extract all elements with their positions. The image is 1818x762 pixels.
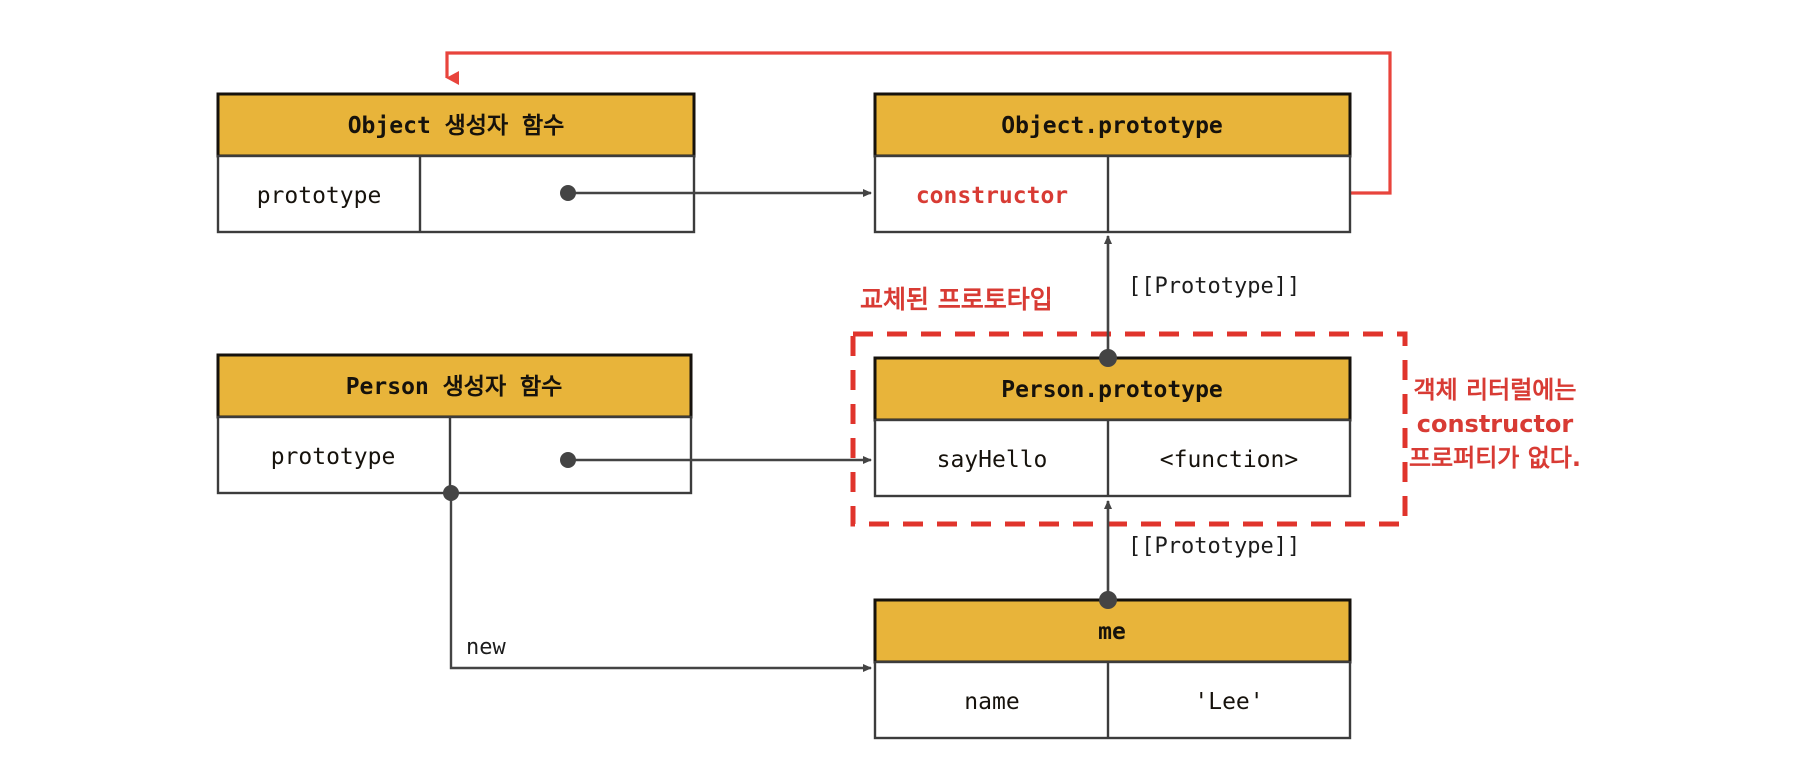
new-instance-edge: new — [443, 485, 872, 672]
box-me-object[interactable]: me name 'Lee' — [873, 598, 1352, 740]
box-object-constructor[interactable]: Object 생성자 함수 prototype — [216, 92, 696, 234]
person-prototype-row-value: <function> — [1160, 447, 1298, 473]
person-constructor-row-rect — [216, 415, 693, 495]
no-constructor-line-2: constructor — [1417, 410, 1574, 438]
person-constructor-row-key: prototype — [271, 444, 396, 470]
object-prototype-ref-edge — [560, 185, 872, 201]
object-constructor-header-label: Object 생성자 함수 — [348, 113, 565, 139]
person-constructor-header-label: Person 생성자 함수 — [346, 374, 563, 400]
replaced-prototype-highlight: 교체된 프로토타입 — [850, 285, 1408, 527]
prototype-link-upper-edge: [[Prototype]] — [1099, 235, 1300, 367]
object-prototype-row-key: constructor — [916, 183, 1068, 209]
new-instance-path — [449, 493, 872, 672]
new-edge-label: new — [466, 635, 506, 660]
no-constructor-line-1: 객체 리터럴에는 — [1414, 376, 1577, 404]
me-row-key: name — [964, 689, 1019, 715]
object-prototype-row-rect — [873, 154, 1352, 234]
me-row-rect — [873, 660, 1352, 740]
object-prototype-header-label: Object.prototype — [1001, 113, 1223, 139]
object-constructor-header-rect — [216, 92, 696, 158]
box-object-prototype[interactable]: Object.prototype constructor — [873, 92, 1352, 234]
prototype-link-lower-edge: [[Prototype]] — [1099, 500, 1300, 609]
person-prototype-row-rect — [873, 418, 1352, 498]
person-prototype-ref-edge — [560, 452, 872, 468]
object-constructor-row-key: prototype — [257, 183, 382, 209]
box-person-prototype[interactable]: Person.prototype sayHello <function> — [873, 356, 1352, 498]
person-prototype-row-key: sayHello — [937, 447, 1048, 473]
me-header-label: me — [1098, 619, 1126, 645]
person-prototype-header-label: Person.prototype — [1001, 377, 1223, 403]
no-constructor-annotation: 객체 리터럴에는 constructor 프로퍼티가 없다. — [1409, 376, 1581, 472]
me-row-value: 'Lee' — [1194, 689, 1263, 715]
replaced-prototype-label: 교체된 프로토타입 — [860, 285, 1053, 314]
no-constructor-line-3: 프로퍼티가 없다. — [1409, 444, 1581, 472]
replaced-prototype-dashed-rect — [850, 331, 1408, 527]
prototype-link-lower-label: [[Prototype]] — [1128, 534, 1300, 559]
prototype-link-upper-label: [[Prototype]] — [1128, 274, 1300, 299]
box-person-constructor[interactable]: Person 생성자 함수 prototype — [216, 353, 693, 495]
me-header-rect — [873, 598, 1352, 664]
